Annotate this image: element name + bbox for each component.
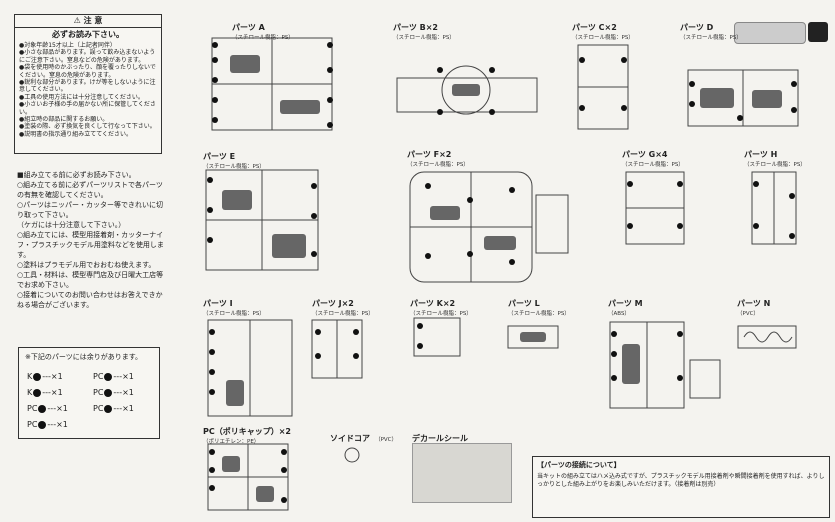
note-line: ○工具・材料は、模型専門店及び日曜大工店等でお求め下さい。 <box>17 271 164 289</box>
sheet-G-label: パーツ G×4（スチロール樹脂：PS） <box>622 150 684 168</box>
sheet-PC-label: PC（ポリキャップ）×2（ポリエチレン：PE） <box>203 427 292 445</box>
part-number-icon <box>33 388 42 397</box>
caution-item: ●塗装の際、必ず換気を良くして行なって下さい。 <box>19 123 156 131</box>
caution-list: ●対象年齢15才以上（上記者同伴） ●小さな部品があります。誤って飲み込まないよ… <box>15 42 161 138</box>
caution-item: ●説明書の指示通り組み立ててください。 <box>19 130 133 138</box>
spare-item: PC---×1 <box>93 388 134 397</box>
sheet-M-label: パーツ M（ABS） <box>608 299 643 317</box>
decal-label: デカールシール <box>412 434 468 443</box>
caution-item: ●小さな部品があります。誤って飲み込まないようにご注意下さい。窒息などの危険があ… <box>19 49 156 64</box>
part-number-icon <box>38 420 47 429</box>
sheet-I-label: パーツ I（スチロール樹脂：PS） <box>203 299 265 317</box>
sheet-F-label: パーツ F×2（スチロール樹脂：PS） <box>407 150 469 168</box>
sheet-L-label: パーツ L（スチロール樹脂：PS） <box>508 299 570 317</box>
header-number-block <box>808 22 828 42</box>
joint-note-title: 【パーツの接続について】 <box>537 461 621 469</box>
part-number-icon <box>33 372 42 381</box>
sheet-D-label: パーツ D（スチロール樹脂：PS） <box>680 23 742 41</box>
sheet-K-label: パーツ K×2（スチロール樹脂：PS） <box>410 299 472 317</box>
joint-note-text: 当キットの組み立てはハメ込み式ですが、プラスチックモデル用接着剤や瞬間接着剤を使… <box>537 473 825 488</box>
part-number-icon <box>104 404 113 413</box>
sheet-B-label: パーツ B×2（スチロール樹脂：PS） <box>393 23 455 41</box>
assembly-notes: ■組み立てる前に必ずお読み下さい。 ○組み立てる前に必ずパーツリストで各パーツの… <box>17 170 167 310</box>
runner-frame-M-side <box>689 359 721 399</box>
note-line: ○組み立てには、模型用接着剤・カッターナイフ・プラスチックモデル用塗料などを使用… <box>17 231 164 259</box>
caution-subtitle: 必ずお読み下さい。 <box>52 30 124 39</box>
sheet-C-label: パーツ C×2（スチロール樹脂：PS） <box>572 23 634 41</box>
part-number-icon <box>104 372 113 381</box>
runner-frame-B <box>396 77 538 113</box>
caution-title: ⚠ 注 意 <box>15 15 161 28</box>
note-line: （ケガには十分注意して下さい。） <box>17 221 126 229</box>
note-line: ○組み立てる前に必ずパーツリストで各パーツの有無を確認してください。 <box>17 181 163 199</box>
soid-core-part <box>344 447 360 463</box>
spare-item: PC---×1 <box>27 420 68 429</box>
part-number-icon <box>104 388 113 397</box>
spare-item: K---×1 <box>27 372 63 381</box>
spare-item: K---×1 <box>27 388 63 397</box>
caution-item: ●小さいお子様の手の届かない所に保管してください。 <box>19 101 156 116</box>
note-line: ○塗料はプラモデル用でおおむね使えます。 <box>17 261 156 269</box>
runner-frame-L <box>507 325 559 349</box>
sheet-N-label: パーツ N（PVC） <box>737 299 771 317</box>
spare-title: ※下記のパーツには余りがあります。 <box>25 353 143 361</box>
spare-item: PC---×1 <box>93 404 134 413</box>
sheet-E-label: パーツ E（スチロール樹脂：PS） <box>203 152 265 170</box>
runner-frame-K <box>413 317 461 357</box>
sheet-H-label: パーツ H（スチロール樹脂：PS） <box>744 150 806 168</box>
note-line: ■組み立てる前に必ずお読み下さい。 <box>17 171 136 179</box>
soid-core-label: ソイドコア （PVC） <box>330 434 398 443</box>
caution-box: ⚠ 注 意 必ずお読み下さい。 ●対象年齢15才以上（上記者同伴） ●小さな部品… <box>14 14 162 154</box>
spare-parts-box: ※下記のパーツには余りがあります。 K---×1 PC---×1 K---×1 … <box>18 347 160 439</box>
joint-note-box: 【パーツの接続について】 当キットの組み立てはハメ込み式ですが、プラスチックモデ… <box>532 456 830 518</box>
note-line: ○接着についてのお問い合わせはお答えできかねる場合がございます。 <box>17 291 163 309</box>
part-number-icon <box>38 404 47 413</box>
caution-item: ●組立時の部品に関するお願い。 <box>19 116 109 124</box>
note-line: ○パーツはニッパー・カッター等できれいに切り取って下さい。 <box>17 201 163 219</box>
spare-item: PC---×1 <box>27 404 68 413</box>
header-tab <box>734 22 806 44</box>
caution-item: ●鋭利な部分があります。けが等をしないように注意してください。 <box>19 79 156 94</box>
sheet-J-label: パーツ J×2（スチロール樹脂：PS） <box>312 299 374 317</box>
runner-frame-F-side <box>535 194 569 254</box>
caution-item: ●対象年齢15才以上（上記者同伴） <box>19 42 116 49</box>
decal-sheet <box>412 443 512 503</box>
caution-item: ●袋を使用時のかぶったり、顔を覆ったりしないでください。窒息の危険があります。 <box>19 64 156 79</box>
spare-item: PC---×1 <box>93 372 134 381</box>
caution-item: ●工具の使用方法には十分注意してください。 <box>19 93 144 101</box>
runner-frame-N <box>737 325 797 349</box>
